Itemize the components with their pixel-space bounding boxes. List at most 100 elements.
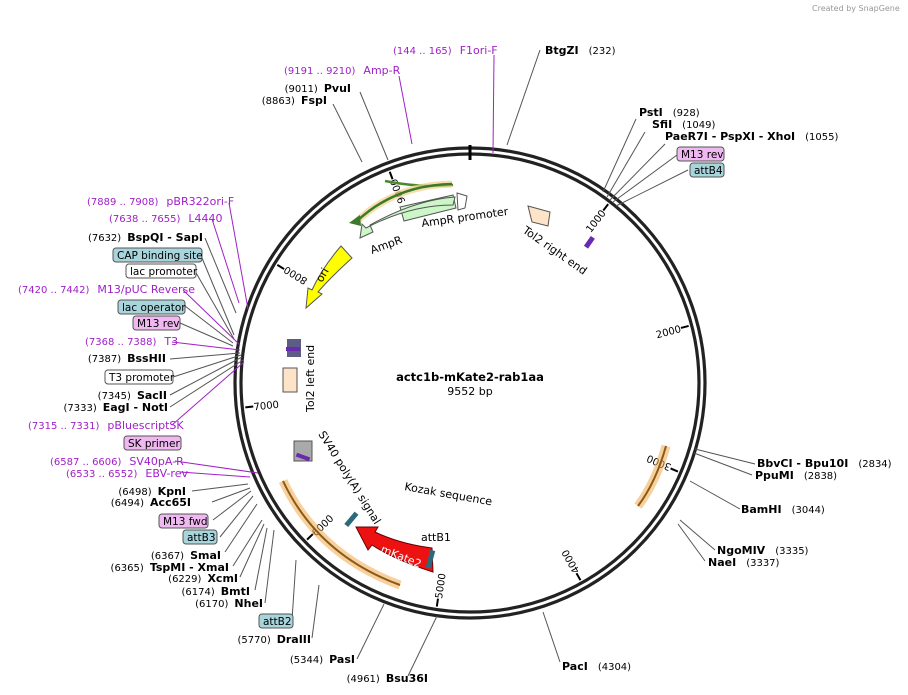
tick-mark — [680, 324, 689, 329]
primer-range: (144 .. 165) — [393, 46, 452, 57]
restriction-site-label[interactable]: NgoMIV(3335) — [717, 544, 809, 557]
site-name: PacI — [562, 660, 588, 673]
site-name: BamHI — [741, 503, 782, 516]
site-position: (3044) — [792, 505, 825, 516]
snapgene-credit: Created by SnapGene — [812, 4, 900, 13]
restriction-site-label[interactable]: (6498) KpnI — [118, 485, 186, 498]
restriction-site-label[interactable]: PstI(928) — [639, 106, 700, 119]
feature-ori[interactable]: ori — [305, 245, 353, 310]
restriction-site-label[interactable]: (6170)NheI — [195, 597, 263, 610]
site-name: TspMI - XmaI — [150, 561, 229, 574]
primer-name: SV40pA-R — [129, 455, 184, 468]
box-m13-fwd[interactable]: M13 fwd — [158, 513, 209, 529]
restriction-site-label[interactable]: (5344)PasI — [290, 653, 355, 666]
site-name: SacII — [137, 389, 167, 402]
restriction-site-label[interactable]: (7333)EagI - NotI — [63, 401, 168, 414]
site-position: (6365) — [111, 563, 144, 574]
svg-text:attB3: attB3 — [187, 532, 216, 544]
restriction-site-label[interactable]: (7387)BssHII — [88, 352, 166, 365]
site-position: (7345) — [98, 391, 131, 402]
box-attb4[interactable]: attB4 — [689, 162, 725, 178]
site-name: PpuMI — [755, 469, 794, 482]
feature-sv40-polya[interactable]: SV40 poly(A) signal — [293, 429, 383, 527]
tick-label: 8000 — [282, 263, 309, 286]
restriction-site-label[interactable]: (6174) BmtI — [182, 585, 250, 598]
feature-tol2-right-end[interactable]: Tol2 right end — [519, 205, 589, 278]
box-t3-promoter[interactable]: T3 promoter — [104, 369, 175, 385]
tick-mark — [388, 171, 394, 180]
restriction-site-label[interactable]: PacI(4304) — [562, 660, 631, 673]
primer-range: (9191 .. 9210) — [284, 66, 356, 77]
restriction-site-label[interactable]: (6367)SmaI — [151, 549, 221, 562]
site-name: DraIII — [277, 633, 311, 646]
site-name: BmtI — [221, 585, 250, 598]
site-position: (6170) — [195, 599, 228, 610]
restriction-sites: BtgZI(232) PstI(928)SfiI(1049)PaeR7I - Ps… — [63, 44, 891, 685]
feature-orange-arc-right — [634, 444, 671, 509]
site-name: BssHII — [127, 352, 166, 365]
ori-label: ori — [313, 266, 331, 285]
site-name: BspQI - SapI — [127, 231, 203, 244]
restriction-site-label[interactable]: (9011)PvuI — [285, 82, 351, 95]
svg-text:lac promoter: lac promoter — [130, 266, 198, 278]
site-position: (8863) — [262, 96, 295, 107]
site-position: (5344) — [290, 655, 323, 666]
site-name: KpnI — [158, 485, 186, 498]
svg-text:lac operator: lac operator — [122, 302, 186, 314]
credit-text: Created by SnapGene — [812, 4, 900, 13]
primer-range: (6533 .. 6552) — [66, 469, 138, 480]
restriction-site-label[interactable]: SfiI(1049) — [652, 118, 716, 131]
site-name: FspI — [301, 94, 327, 107]
restriction-site-label[interactable]: BbvCI - Bpu10I(2834) — [757, 457, 892, 470]
tick-label: 4000 — [560, 547, 582, 575]
restriction-site-label[interactable]: (8863) FspI — [262, 94, 327, 107]
restriction-site-label[interactable]: NaeI(3337) — [708, 556, 780, 569]
box-attb2[interactable]: attB2 — [258, 613, 294, 629]
box-cap-binding-site[interactable]: CAP binding site — [112, 247, 203, 263]
box-m13-rev-top[interactable]: M13 rev — [676, 146, 725, 162]
svg-text:M13 rev: M13 rev — [681, 149, 724, 161]
site-position: (2834) — [858, 459, 891, 470]
site-position: (6494) — [111, 498, 144, 509]
primer-name: M13/pUC Reverse — [97, 283, 195, 296]
svg-text:(7315 .. 7331)pBluescriptSK: (7315 .. 7331)pBluescriptSK — [28, 419, 184, 432]
site-position: (6498) — [118, 487, 151, 498]
site-position: (6174) — [182, 587, 215, 598]
primer-name: L4440 — [188, 212, 222, 225]
primer-range: (7889 .. 7908) — [87, 197, 159, 208]
box-attb3[interactable]: attB3 — [182, 529, 218, 545]
tick-mark — [306, 533, 314, 541]
restriction-site-label[interactable]: (7345) SacII — [98, 389, 167, 402]
restriction-site-label[interactable]: PaeR7I - PspXI - XhoI(1055) — [665, 130, 839, 143]
tick-label: 5000 — [434, 573, 449, 600]
site-position: (2838) — [804, 471, 837, 482]
box-m13-rev[interactable]: M13 rev — [132, 315, 181, 331]
svg-text:(7420 .. 7442)M13/pUC Reverse: (7420 .. 7442) M13/pUC Reverse — [18, 283, 195, 296]
svg-text:(9191 .. 9210)Amp-R: (9191 .. 9210)Amp-R — [284, 64, 401, 77]
feature-tol2-left-end[interactable]: Tol2 left end — [282, 339, 317, 413]
tick-mark — [670, 467, 679, 473]
primer-range: (7420 .. 7442) — [18, 285, 90, 296]
site-name: SmaI — [190, 549, 221, 562]
box-sk-primer[interactable]: SK primer — [123, 435, 182, 451]
primer-labels: (144 .. 165)F1ori-F (9191 .. 9210)Amp-R … — [18, 44, 498, 480]
primer-range: (7368 .. 7388) — [85, 337, 157, 348]
restriction-site-label[interactable]: (6365) TspMI - XmaI — [111, 561, 229, 574]
restriction-site-label[interactable]: (4961)Bsu36I — [347, 672, 428, 685]
site-position: (3335) — [775, 546, 808, 557]
tick-mark — [276, 264, 285, 270]
restriction-site-label[interactable]: BtgZI(232) — [545, 44, 616, 57]
restriction-site-label[interactable]: (5770)DraIII — [237, 633, 311, 646]
restriction-site-label[interactable]: PpuMI (2838) — [755, 469, 837, 482]
site-name: PstI — [639, 106, 663, 119]
box-lac-promoter[interactable]: lac promoter — [125, 263, 198, 279]
svg-text:SK primer: SK primer — [128, 438, 180, 450]
restriction-site-label[interactable]: (6229)XcmI — [168, 572, 238, 585]
restriction-site-label[interactable]: BamHI (3044) — [741, 503, 825, 516]
box-lac-operator[interactable]: lac operator — [117, 299, 186, 315]
site-name: Bsu36I — [386, 672, 428, 685]
backbone — [233, 145, 707, 620]
restriction-site-label[interactable]: (7632)BspQI - SapI — [88, 231, 203, 244]
restriction-site-label[interactable]: (6494)Acc65I — [111, 496, 191, 509]
